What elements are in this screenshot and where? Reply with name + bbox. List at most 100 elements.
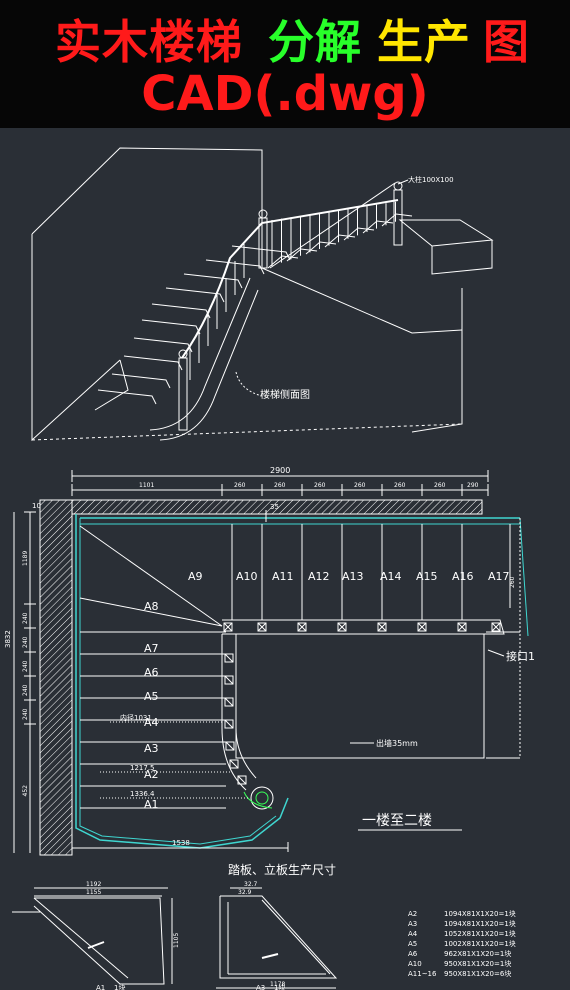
newel-base — [250, 786, 274, 810]
left-dim-label: 240 — [22, 684, 29, 696]
title-part-4: 图 — [483, 15, 530, 69]
tread-label-a4: A4 — [144, 716, 159, 729]
overall-width: 2900 — [270, 466, 290, 475]
post-note: 大柱100X100 — [408, 175, 454, 184]
left-dim-label: 240 — [22, 636, 29, 648]
top-dim-label: 260 — [394, 482, 406, 489]
tread-label-a14: A14 — [380, 570, 402, 583]
wall-right-outer — [411, 288, 463, 433]
nosing-note: 出墙35mm — [376, 738, 418, 748]
tread-label-a12: A12 — [308, 570, 330, 583]
tread-label-a3: A3 — [144, 742, 159, 755]
baluster-post — [224, 675, 234, 685]
baluster-post — [257, 622, 267, 632]
inner-label-a1: 1336.4 — [130, 790, 155, 798]
tread-label-a2: A2 — [144, 768, 159, 781]
elevation-step — [151, 303, 211, 319]
tread-label-a15: A15 — [416, 570, 438, 583]
right-detail-outline — [219, 895, 338, 979]
right-detail-dim2: 32.9 — [238, 889, 252, 896]
left-dim-label: 452 — [22, 785, 29, 797]
dim-35: 35 — [270, 503, 279, 511]
inner-label-a4: 内径1031 — [120, 713, 152, 722]
plan-title: 一楼至二楼 — [362, 813, 432, 829]
spec-code: A10 — [408, 960, 422, 968]
svg-text:260: 260 — [509, 576, 516, 588]
inner-label-a2: 1217.5 — [130, 764, 155, 772]
left-dim-label: 1189 — [22, 551, 29, 566]
spec-code: A11~16 — [408, 970, 437, 978]
elevation-step — [97, 389, 157, 405]
top-dim-label: 260 — [234, 482, 246, 489]
baluster-post — [223, 622, 233, 632]
spec-code: A3 — [408, 920, 417, 928]
top-dim-label: 260 — [274, 482, 286, 489]
baluster-post — [224, 719, 234, 729]
spec-value: 950X81X1X20=1块 — [444, 959, 511, 968]
spec-value: 1052X81X1X20=1块 — [444, 929, 516, 938]
top-dim-label: 260 — [354, 482, 366, 489]
tread-label-a8: A8 — [144, 600, 159, 613]
stair-elevation: 大柱100X100 楼梯侧面图 — [31, 147, 494, 442]
baluster-post — [337, 622, 347, 632]
baluster-post — [491, 622, 501, 632]
wall-hatch-left — [39, 499, 73, 856]
tread-label-a17: A17 — [488, 570, 510, 583]
right-detail-sub: 1块 — [274, 983, 285, 990]
stair-plan: 2900 1101 260 260 260 260 260 260 290 3832 1189… — [4, 466, 535, 856]
production-details: 踏板、立板生产尺寸 1192 1155 1105 A1 1块 32.7 32.9 — [12, 862, 516, 990]
dim-10: 10 — [32, 502, 41, 510]
right-detail-dim1: 32.7 — [244, 881, 258, 888]
elevation-step — [165, 287, 225, 303]
cad-drawing: 大柱100X100 楼梯侧面图 2900 1101 260 260 260 260 260… — [4, 147, 535, 990]
elevation-step — [123, 355, 183, 371]
tread-label-a7: A7 — [144, 642, 159, 655]
handrail — [181, 199, 399, 359]
baluster-post — [229, 759, 239, 769]
landing-area — [235, 633, 485, 759]
top-dim-label: 260 — [314, 482, 326, 489]
spec-code: A6 — [408, 950, 418, 958]
top-dim-label: 1101 — [139, 482, 154, 489]
left-detail-tag: A1 — [96, 984, 105, 990]
tread-label-a6: A6 — [144, 666, 159, 679]
baluster-post — [237, 775, 247, 785]
left-detail-sub: 1块 — [114, 983, 125, 990]
left-dim-label: 240 — [22, 708, 29, 720]
baluster-post — [457, 622, 467, 632]
tread-label-a16: A16 — [452, 570, 474, 583]
spec-code: A4 — [408, 930, 418, 938]
spec-value: 1002X81X1X20=1块 — [444, 939, 516, 948]
baluster-post — [417, 622, 427, 632]
left-detail-outline — [34, 897, 165, 985]
spec-value: 1094X81X1X20=1块 — [444, 909, 516, 918]
title-banner: 实木楼梯 分解 生产 图 CAD(.dwg) — [0, 0, 570, 128]
tread-label-a9: A9 — [188, 570, 203, 583]
left-dim-label: 240 — [22, 612, 29, 624]
spec-value: 1094X81X1X20=1块 — [444, 919, 516, 928]
spec-code: A5 — [408, 940, 417, 948]
spec-code: A2 — [408, 910, 417, 918]
top-dim-label: 290 — [467, 482, 479, 489]
baluster-post — [224, 653, 234, 663]
bottom-dim: 1538 — [172, 839, 190, 847]
baluster-post — [225, 741, 235, 751]
elevation-step — [133, 337, 193, 353]
wall-left-outer — [31, 234, 121, 442]
left-total: 3832 — [4, 630, 12, 648]
wall-right — [261, 150, 463, 334]
upper-landing — [398, 219, 494, 247]
baluster-post — [224, 697, 234, 707]
spec-value: 950X81X1X20=6块 — [444, 969, 511, 978]
tread-label-a5: A5 — [144, 690, 159, 703]
elevation-step — [141, 319, 201, 335]
title-part-1: 实木楼梯 — [55, 15, 243, 69]
top-dim-label: 260 — [434, 482, 446, 489]
tread-label-a11: A11 — [272, 570, 294, 583]
title-part-2: 分解 — [268, 15, 362, 69]
right-detail-tag: A3 — [256, 984, 265, 990]
tread-label-a13: A13 — [342, 570, 364, 583]
tread-label-a1: A1 — [144, 798, 159, 811]
elevation-step — [231, 245, 291, 261]
